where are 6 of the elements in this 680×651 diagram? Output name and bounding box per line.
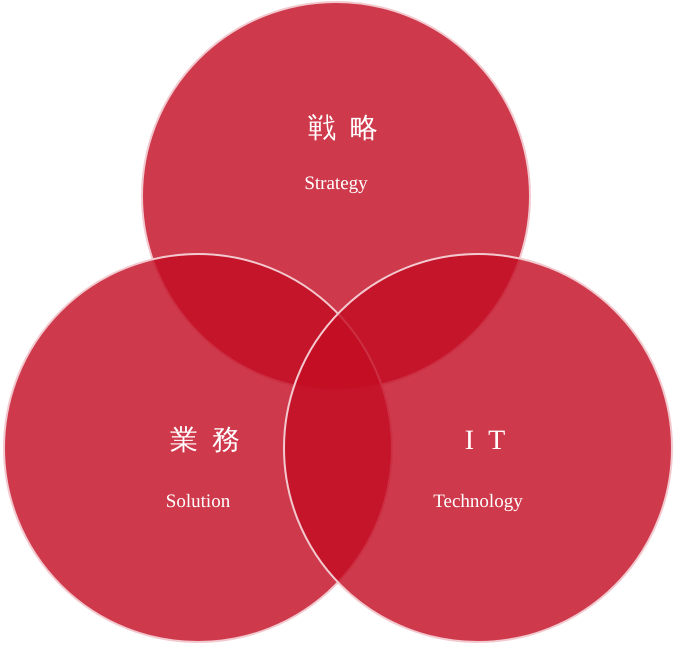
circle-subtitle: Technology (433, 490, 523, 514)
circle-subtitle: Solution (166, 490, 230, 514)
circle-subtitle: Strategy (304, 172, 368, 196)
circle-title: 業務 (169, 424, 254, 458)
circle-title: 戦略 (307, 112, 392, 146)
circle-title: IT (464, 424, 520, 458)
